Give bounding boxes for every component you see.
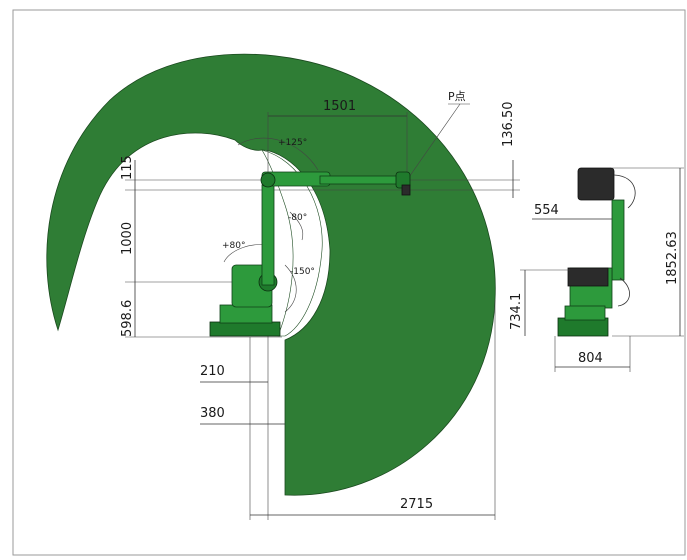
- dimension-lines-side: [520, 167, 684, 372]
- dim-1501: 1501: [323, 99, 356, 114]
- angle-minus-80: -80°: [288, 213, 307, 223]
- dim-554: 554: [534, 203, 559, 218]
- robot-side-view: [557, 167, 636, 337]
- workspace-envelope: [46, 53, 496, 496]
- dim-598-6: 598.6: [120, 300, 135, 337]
- dim-115: 115: [120, 155, 135, 180]
- workspace-inner-gap: [261, 149, 323, 337]
- point-p-label: P点: [448, 90, 466, 103]
- dim-136-50: 136.50: [501, 102, 516, 148]
- dim-380: 380: [200, 406, 225, 421]
- dim-804: 804: [578, 351, 603, 366]
- dim-734-1: 734.1: [509, 293, 524, 330]
- angle-arcs: [223, 137, 319, 313]
- dim-210: 210: [200, 364, 225, 379]
- dim-1852-63: 1852.63: [665, 231, 680, 285]
- angle-minus-150: -150°: [290, 267, 315, 277]
- dim-1000: 1000: [120, 222, 135, 255]
- robot-front-view: [209, 171, 411, 337]
- angle-plus-80: +80°: [222, 241, 246, 251]
- dim-2715: 2715: [400, 497, 433, 512]
- angle-plus-125: +125°: [278, 138, 307, 148]
